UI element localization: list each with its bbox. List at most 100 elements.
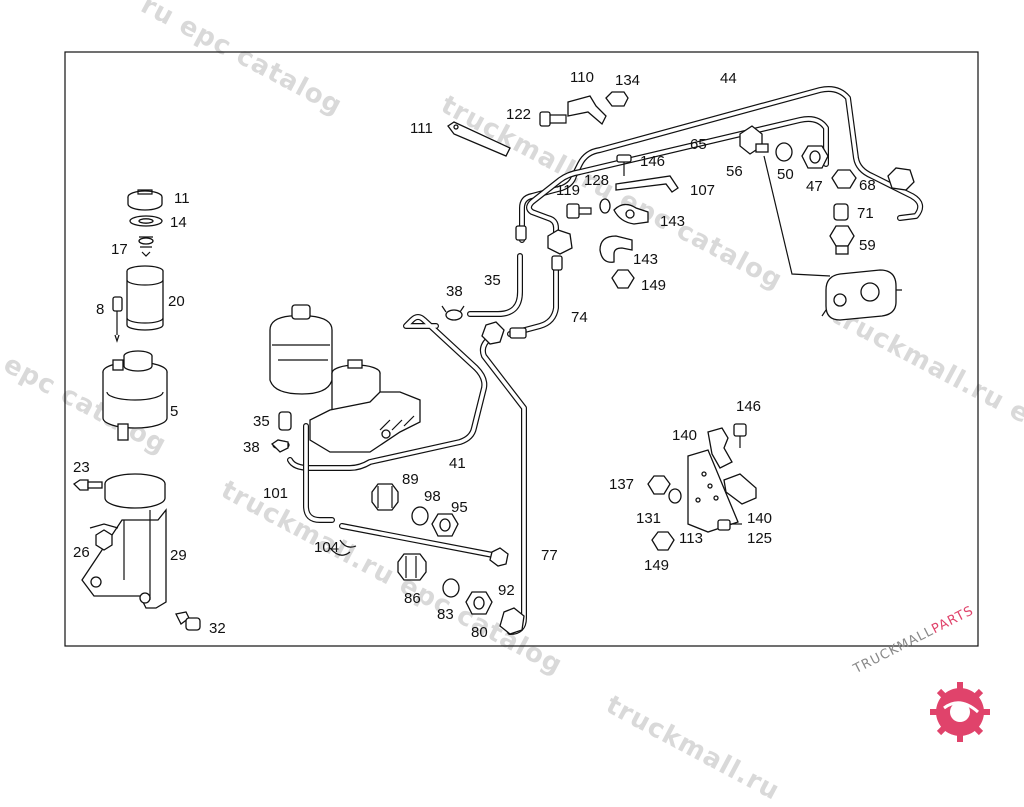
washer-128: [599, 198, 611, 214]
pressure-line-77: [479, 321, 527, 635]
callout-label-68: 68: [859, 177, 876, 194]
bracket-assembly: [647, 423, 757, 551]
callout-label-89: 89: [402, 471, 419, 488]
callout-label-149: 149: [644, 557, 669, 574]
callout-label-101: 101: [263, 485, 288, 502]
banjo-56: [739, 125, 769, 155]
fitting-89: [371, 483, 399, 511]
callout-label-38: 38: [243, 439, 260, 456]
callout-label-95: 95: [451, 499, 468, 516]
callout-label-92: 92: [498, 582, 515, 599]
screw-146: [616, 154, 632, 176]
nut-134: [605, 91, 629, 107]
nut-26: [89, 523, 119, 551]
fitting-59: [829, 225, 855, 255]
callout-label-44: 44: [720, 70, 737, 87]
callout-label-8: 8: [96, 301, 104, 318]
return-line-41: [287, 314, 488, 471]
clamp-38: [270, 439, 290, 453]
washer-98: [411, 506, 429, 526]
diagram-svg: 11 14 17 20 8 5 23 26 29 32 35 38 101 104 41 89 98 95 86 83…: [64, 51, 979, 647]
hose-74: [507, 255, 563, 339]
callout-label-74: 74: [571, 309, 588, 326]
dipstick-8: [112, 296, 123, 343]
line-65: [526, 116, 829, 255]
sleeve-35: [278, 411, 292, 431]
callout-label-5: 5: [170, 403, 178, 420]
callout-label-29: 29: [170, 547, 187, 564]
fitting-68: [831, 169, 857, 189]
callout-label-32: 32: [209, 620, 226, 637]
callout-label-35: 35: [484, 272, 501, 289]
callout-label-134: 134: [615, 72, 640, 89]
callout-label-98: 98: [424, 488, 441, 505]
hose-101: [303, 423, 335, 523]
fitting-86: [397, 553, 427, 581]
callout-label-111: 111: [410, 120, 433, 137]
callout-label-26: 26: [73, 544, 90, 561]
bracket-110: [567, 95, 607, 126]
callout-label-143: 143: [660, 213, 685, 230]
callout-label-110: 110: [570, 69, 594, 86]
washer-50: [775, 142, 793, 162]
filter-20: [126, 265, 164, 331]
callout-label-71: 71: [857, 205, 874, 222]
clamp-38-upper: [441, 305, 465, 321]
gasket-14: [129, 215, 163, 227]
reservoir-cap-11: [127, 189, 163, 211]
callout-label-146: 146: [640, 153, 665, 170]
callout-label-119: 119: [556, 182, 580, 199]
callout-label-50: 50: [777, 166, 794, 183]
spring-17: [138, 236, 154, 257]
callout-label-149: 149: [641, 277, 666, 294]
clamp-143-upper: [613, 203, 649, 225]
callout-label-17: 17: [111, 241, 128, 258]
callout-label-65: 65: [690, 136, 707, 153]
nut-95: [431, 513, 459, 537]
callout-label-140: 140: [672, 427, 697, 444]
leader-lines: [763, 155, 831, 277]
washer-83: [442, 578, 460, 598]
callout-label-14: 14: [170, 214, 187, 231]
bolt-119: [566, 203, 592, 219]
callout-labels: 11 14 17 20 8 5 23 26 29 32 35 38 101 104 41 89 98 95 86 83…: [73, 69, 876, 641]
callout-label-86: 86: [404, 590, 421, 607]
callout-label-11: 11: [174, 190, 190, 207]
callout-label-20: 20: [168, 293, 185, 310]
callout-label-35: 35: [253, 413, 270, 430]
callout-label-59: 59: [859, 237, 876, 254]
fitting-71: [833, 203, 849, 221]
callout-label-137: 137: [609, 476, 634, 493]
callout-label-104: 104: [314, 539, 339, 556]
nut-80: [465, 591, 493, 615]
callout-label-131: 131: [636, 510, 661, 527]
callout-label-56: 56: [726, 163, 743, 180]
line-92: [339, 523, 509, 567]
clip-104: [329, 539, 357, 556]
callout-label-125: 125: [747, 530, 772, 547]
pump-assembly: [269, 304, 421, 453]
diagram-frame: [64, 51, 979, 647]
callout-label-128: 128: [584, 172, 609, 189]
callout-label-113: 113: [679, 530, 703, 547]
callout-label-77: 77: [541, 547, 558, 564]
callout-label-143: 143: [633, 251, 658, 268]
callout-label-47: 47: [806, 178, 823, 195]
reservoir-5: [102, 350, 168, 441]
callout-label-41: 41: [449, 455, 466, 472]
callout-label-107: 107: [690, 182, 715, 199]
callout-label-80: 80: [471, 624, 488, 641]
bolt-23: [72, 479, 103, 491]
bolt-122: [539, 111, 567, 127]
callout-label-83: 83: [437, 606, 454, 623]
callout-label-23: 23: [73, 459, 90, 476]
gear-icon: [930, 682, 990, 742]
steering-valve: [821, 269, 902, 321]
end-fitting-68b: [887, 167, 915, 191]
callout-label-140: 140: [747, 510, 772, 527]
nut-47: [801, 145, 829, 169]
bracket-107: [615, 175, 679, 193]
callout-label-146: 146: [736, 398, 761, 415]
truckmall-logo: [930, 682, 990, 742]
